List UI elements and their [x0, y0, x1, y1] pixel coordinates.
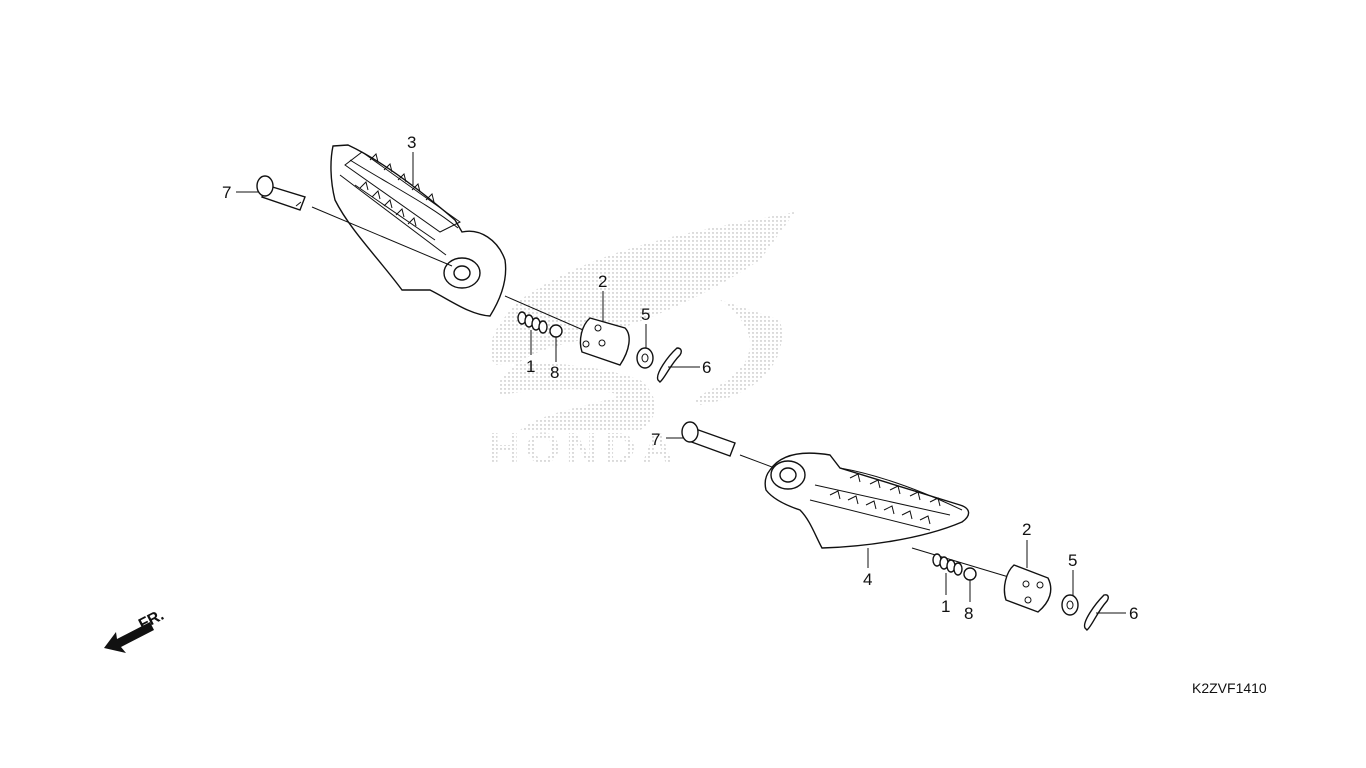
spring-upper	[517, 311, 548, 334]
cotter-pin-upper	[656, 347, 682, 383]
honda-watermark-text: HONDA	[488, 424, 679, 473]
callout-7-upper: 7	[222, 183, 231, 202]
footpeg-lower	[764, 452, 1013, 579]
spring-lower	[932, 553, 963, 576]
callout-1-lower: 1	[941, 597, 950, 616]
honda-wing-watermark: HONDA	[488, 212, 795, 473]
callout-5-upper: 5	[641, 305, 650, 324]
tread-teeth-upper	[359, 153, 435, 227]
washer-lower	[1061, 594, 1079, 616]
plate-lower	[1003, 564, 1052, 613]
front-direction-label: FR.	[136, 607, 167, 634]
callout-4: 4	[863, 570, 872, 589]
washer-upper	[636, 347, 654, 369]
callout-8-upper: 8	[550, 363, 559, 382]
cotter-pin-lower	[1083, 594, 1109, 631]
callout-2-lower: 2	[1022, 520, 1031, 539]
pin-lower	[681, 421, 781, 471]
callouts-lower: 7 4 2 5 6 1 8	[651, 430, 1138, 623]
footpeg-upper	[330, 144, 507, 317]
pin-upper	[256, 175, 591, 334]
callout-7-lower: 7	[651, 430, 660, 449]
callout-3: 3	[407, 133, 416, 152]
diagram-code: K2ZVF1410	[1192, 680, 1267, 696]
callout-2-upper: 2	[598, 272, 607, 291]
ball-lower	[963, 567, 977, 581]
callouts-upper: 3 7 2 5 6 1 8	[222, 133, 711, 382]
callout-1-upper: 1	[526, 357, 535, 376]
plate-upper	[579, 317, 630, 366]
callout-6-upper: 6	[702, 358, 711, 377]
callout-6-lower: 6	[1129, 604, 1138, 623]
ball-upper	[549, 324, 563, 338]
callout-5-lower: 5	[1068, 551, 1077, 570]
tread-teeth-lower	[829, 473, 941, 525]
callout-8-lower: 8	[964, 604, 973, 623]
front-direction-arrow: FR.	[104, 607, 167, 653]
